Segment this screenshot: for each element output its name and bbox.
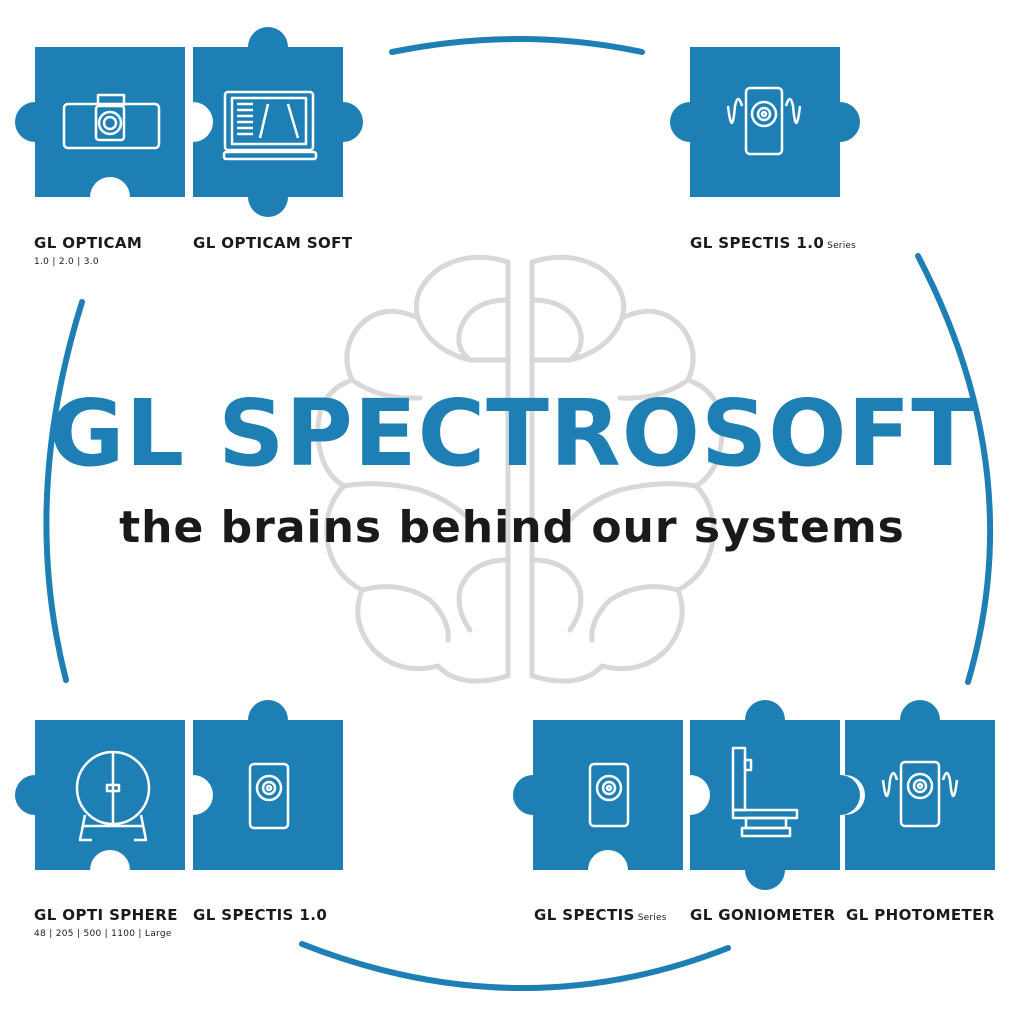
integrating-sphere-icon [75,750,151,842]
ring-arc-left [43,299,85,683]
puzzle-piece-goniometer [690,700,860,890]
label-spectis-series-top-name: GL SPECTIS 1.0 [690,234,825,252]
label-photometer-name: GL PHOTOMETER [846,906,995,924]
camera-icon [62,93,161,150]
label-opti-sphere-name: GL OPTI SPHERE [34,906,178,924]
goniometer-icon [731,746,799,838]
puzzle-piece-opti-sphere [15,720,185,870]
spectrometer-wave-icon [726,86,802,156]
label-spectis-10-name: GL SPECTIS 1.0 [193,906,328,924]
connecting-ring [43,36,994,991]
label-opti-sphere: GL OPTI SPHERE [34,906,178,924]
label-opti-sphere-sizes: 48 | 205 | 500 | 1100 | Large [34,929,172,939]
spectrometer-icon [248,762,290,830]
brain-outline-icon [315,254,725,684]
label-spectis-10: GL SPECTIS 1.0 [193,906,327,924]
label-opticam-soft-name: GL OPTICAM SOFT [193,234,353,252]
ring-arc-right [915,253,994,685]
tagline: the brains behind our systems [119,502,905,553]
label-goniometer: GL GONIOMETER [690,906,835,924]
ring-arc-top [389,36,645,55]
label-opticam-soft: GL OPTICAM SOFT [193,234,352,252]
puzzle-piece-spectis-series-top [670,47,860,197]
photometer-wave-icon [881,760,959,828]
label-spectis-series-name: GL SPECTIS [534,906,635,924]
label-goniometer-name: GL GONIOMETER [690,906,836,924]
label-spectis-series-suffix: Series [637,913,667,923]
main-title: GL SPECTROSOFT [48,380,976,487]
label-spectis-series-top-suffix: Series [827,241,857,251]
label-opticam-versions: 1.0 | 2.0 | 3.0 [34,257,99,267]
label-opticam: GL OPTICAM [34,234,142,252]
puzzle-piece-opticam-soft [193,27,363,217]
label-opticam-name: GL OPTICAM [34,234,143,252]
label-photometer: GL PHOTOMETER [846,906,995,924]
spectrometer-icon [588,762,630,828]
ring-arc-bottom [299,941,731,991]
laptop-icon [222,90,318,161]
